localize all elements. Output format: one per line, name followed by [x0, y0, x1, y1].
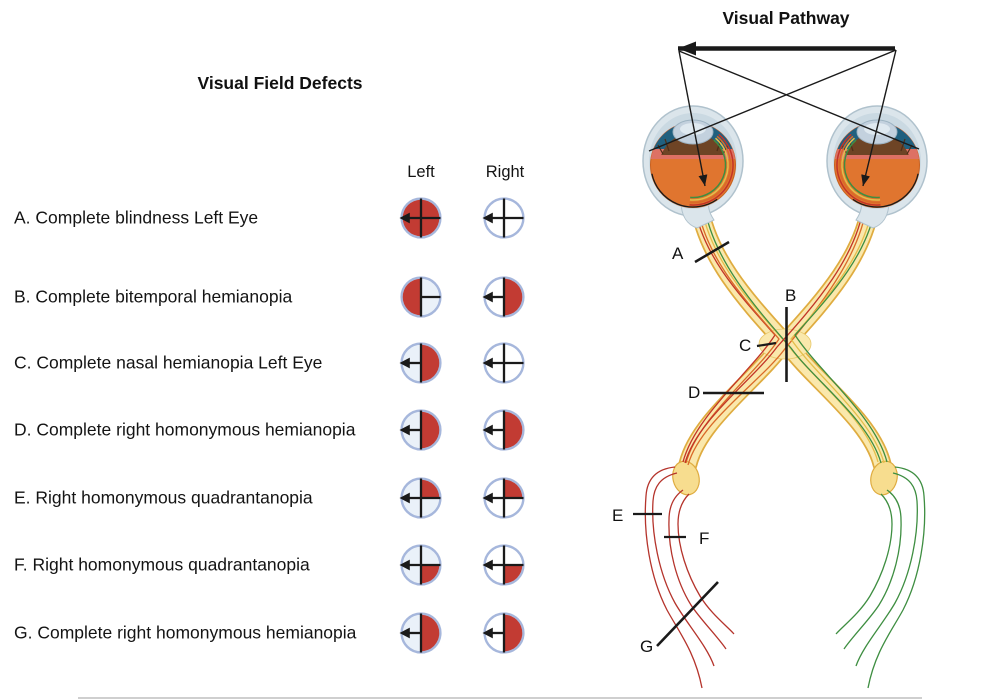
- lesion-tick-c: [756, 341, 777, 348]
- defect-circle-right-eye: [482, 543, 526, 587]
- radiation-fiber: [652, 472, 715, 667]
- light-ray: [678, 50, 920, 150]
- defect-row: E. Right homonymous quadrantanopia: [0, 476, 560, 520]
- column-header-left-eye: Left: [407, 163, 435, 181]
- visual-field-circle: [482, 197, 525, 239]
- defect-circle-right-eye: [482, 275, 526, 319]
- column-header-right-eye: Right: [485, 163, 525, 181]
- defect-circle-left-eye: [399, 611, 443, 655]
- radiation-fiber: [677, 493, 735, 635]
- defect-circle-right-eye: [482, 476, 526, 520]
- defect-circle-right-eye: [482, 408, 526, 452]
- defect-circle-left-eye: [399, 408, 443, 452]
- visual-field-circle: [399, 612, 442, 654]
- defect-row: C. Complete nasal hemianopia Left Eye: [0, 341, 560, 385]
- light-ray: [861, 49, 897, 187]
- visual-field-circle: [482, 409, 525, 451]
- lesion-markers: [633, 240, 788, 647]
- radiation-fiber: [843, 489, 902, 650]
- fiber-right-eye-green: [794, 203, 888, 463]
- defect-circle-left-eye: [399, 196, 443, 240]
- canvas-bottom-edge: [78, 697, 922, 699]
- radiation-fiber: [855, 472, 918, 667]
- pathway-label-f: F: [699, 529, 709, 548]
- defect-circle-left-eye: [399, 543, 443, 587]
- defect-row: G. Complete right homonymous hemianopia: [0, 611, 560, 655]
- visual-field-circle: [399, 477, 442, 519]
- pathway-label-a: A: [672, 244, 684, 263]
- lesion-tick-a: [694, 240, 730, 264]
- defect-label: C. Complete nasal hemianopia Left Eye: [14, 352, 323, 373]
- optic-chiasm: [758, 328, 812, 360]
- visual-field-circle: [399, 197, 442, 239]
- visual-field-circle: [482, 477, 525, 519]
- defect-circle-left-eye: [399, 476, 443, 520]
- pathway-label-b: B: [785, 286, 796, 305]
- lateral-geniculate-left: [672, 460, 700, 496]
- defect-label: A. Complete blindness Left Eye: [14, 207, 259, 228]
- defect-circle-right-eye: [482, 611, 526, 655]
- radiation-fiber: [835, 493, 893, 635]
- visual-field-circle: [399, 342, 442, 384]
- nerve-fibers: [682, 203, 888, 466]
- lateral-geniculate-right: [870, 460, 898, 496]
- defect-label: D. Complete right homonymous hemianopia: [14, 419, 356, 440]
- light-ray: [678, 50, 708, 187]
- fiber-right-eye-red: [684, 203, 865, 464]
- radiation-fiber: [867, 466, 926, 689]
- defect-label: G. Complete right homonymous hemianopia: [14, 622, 357, 643]
- defect-circle-right-eye: [482, 341, 526, 385]
- light-ray: [648, 49, 897, 152]
- visual-field-circle: [482, 342, 525, 384]
- optic-radiation-left: [644, 466, 735, 689]
- defect-row: A. Complete blindness Left Eye: [0, 196, 560, 240]
- fiber-right-eye-orange: [687, 203, 868, 466]
- visual-field-circle: [399, 544, 442, 586]
- defect-label: B. Complete bitemporal hemianopia: [14, 286, 293, 307]
- defect-circle-right-eye: [482, 196, 526, 240]
- pathway-label-e: E: [612, 506, 623, 525]
- defect-circle-left-eye: [399, 275, 443, 319]
- pathway-title: Visual Pathway: [722, 8, 850, 28]
- defect-row: B. Complete bitemporal hemianopia: [0, 275, 560, 319]
- fiber-right-eye-yellow: [790, 203, 885, 464]
- pathway-label-d: D: [688, 383, 700, 402]
- defect-label: F. Right homonymous quadrantanopia: [14, 554, 310, 575]
- radiation-fiber: [644, 466, 703, 689]
- visual-field-circle: [482, 612, 525, 654]
- defects-list: A. Complete blindness Left Eye B. Complet…: [0, 196, 560, 655]
- defect-circle-left-eye: [399, 341, 443, 385]
- fiber-left-eye-green: [703, 203, 882, 464]
- visual-field-circle: [482, 276, 525, 318]
- defect-label: E. Right homonymous quadrantanopia: [14, 487, 313, 508]
- pathway-label-c: C: [739, 336, 751, 355]
- visual-field-circle: [399, 409, 442, 451]
- defect-row: D. Complete right homonymous hemianopia: [0, 408, 560, 452]
- radiation-fiber: [668, 489, 727, 650]
- light-rays: [648, 41, 920, 187]
- defects-title: Visual Field Defects: [197, 73, 363, 93]
- right-eye-illustration: [826, 105, 928, 229]
- visual-field-circle: [400, 276, 442, 318]
- optic-radiation-right: [835, 466, 926, 689]
- pathway-label-g: G: [640, 637, 653, 656]
- lesion-tick-g: [656, 581, 719, 647]
- visual-field-circle: [482, 544, 525, 586]
- defect-row: F. Right homonymous quadrantanopia: [0, 543, 560, 587]
